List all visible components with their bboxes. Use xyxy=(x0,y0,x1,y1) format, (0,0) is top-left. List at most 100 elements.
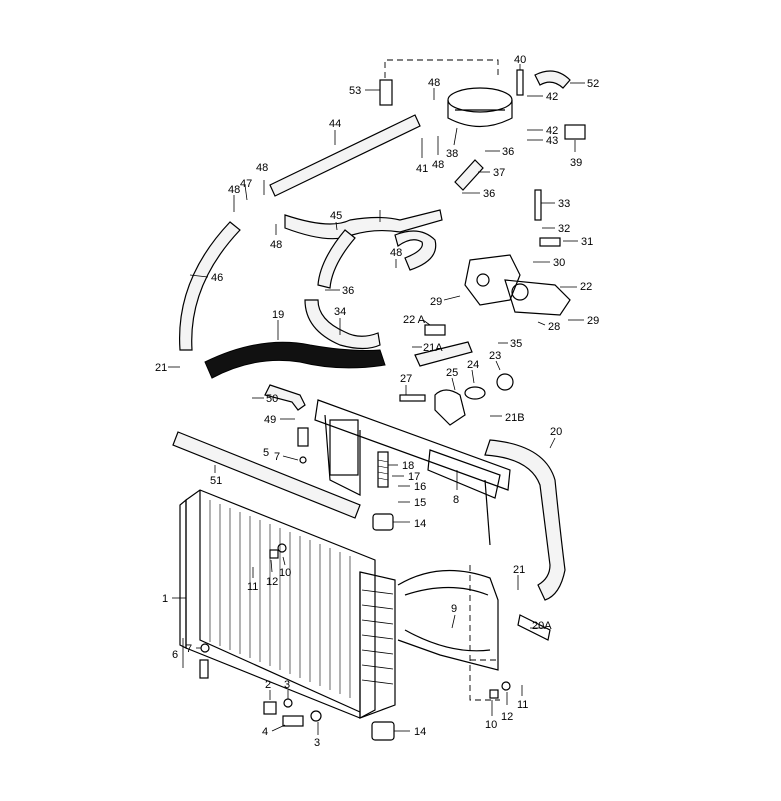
svg-text:11: 11 xyxy=(247,581,258,593)
callout-29: 29 xyxy=(430,295,461,308)
callout-4: 4 xyxy=(262,724,286,738)
callout-37: 37 xyxy=(478,167,505,179)
svg-text:48: 48 xyxy=(228,184,240,196)
part-25-elbow xyxy=(434,389,466,426)
assembly-dashed-lines xyxy=(384,59,500,701)
svg-text:52: 52 xyxy=(587,78,599,90)
callout-49: 50 xyxy=(252,393,278,405)
svg-text:16: 16 xyxy=(414,481,426,493)
svg-text:44: 44 xyxy=(329,118,341,130)
svg-text:40: 40 xyxy=(514,54,526,66)
svg-text:36: 36 xyxy=(342,285,354,297)
svg-text:24: 24 xyxy=(467,359,479,371)
part-45-53-hose xyxy=(284,209,443,350)
svg-text:29: 29 xyxy=(587,315,599,327)
svg-text:43: 43 xyxy=(546,135,558,147)
svg-text:7: 7 xyxy=(274,451,280,463)
svg-text:27: 27 xyxy=(400,373,412,385)
callout-21B: 21B xyxy=(490,412,525,424)
svg-text:48: 48 xyxy=(390,247,402,259)
callout-22A: 22 A xyxy=(403,314,431,326)
callout-48c: 48 xyxy=(270,224,282,251)
callout-12b: 12 xyxy=(501,692,513,723)
svg-text:48: 48 xyxy=(432,159,444,171)
callout-40: 40 xyxy=(514,54,526,70)
part-18-bolt xyxy=(377,451,389,488)
svg-text:37: 37 xyxy=(493,167,505,179)
svg-text:36: 36 xyxy=(502,146,514,158)
callout-20A: 20A xyxy=(530,620,552,632)
callout-44: 44 xyxy=(329,118,341,145)
callout-28: 28 xyxy=(537,321,560,333)
svg-text:21: 21 xyxy=(155,362,167,374)
svg-text:39: 39 xyxy=(570,157,582,169)
svg-text:15: 15 xyxy=(414,497,426,509)
part-44-hose xyxy=(269,114,421,197)
svg-text:47: 47 xyxy=(240,178,252,190)
callout-48b: 48 xyxy=(228,184,240,212)
svg-text:31: 31 xyxy=(581,236,593,248)
callout-45: 45 xyxy=(330,210,342,231)
callout-19: 19 xyxy=(272,309,284,340)
callout-31: 31 xyxy=(563,236,593,248)
callout-7b: 7 xyxy=(274,451,299,463)
svg-text:19: 19 xyxy=(272,309,284,321)
callout-48g: 49 xyxy=(264,414,295,426)
callout-25: 25 xyxy=(446,367,458,391)
callout-21: 21 xyxy=(155,362,180,374)
svg-text:49: 49 xyxy=(264,414,276,426)
callout-30: 30 xyxy=(533,257,565,269)
svg-text:22: 22 xyxy=(580,281,592,293)
callout-48d: 48 xyxy=(428,77,440,100)
callout-27: 27 xyxy=(400,373,412,395)
callout-15: 15 xyxy=(398,497,426,509)
svg-text:30: 30 xyxy=(553,257,565,269)
svg-text:17: 17 xyxy=(408,471,420,483)
svg-text:1: 1 xyxy=(162,593,168,605)
callout-7: 7 xyxy=(186,643,201,655)
callout-2: 2 xyxy=(265,679,271,700)
part-49-hose xyxy=(264,384,306,411)
svg-text:45: 45 xyxy=(330,210,342,222)
svg-text:21: 21 xyxy=(513,564,525,576)
svg-text:18: 18 xyxy=(402,460,414,472)
svg-text:28: 28 xyxy=(548,321,560,333)
callout-17: 17 xyxy=(392,471,420,483)
svg-text:32: 32 xyxy=(558,223,570,235)
svg-text:34: 34 xyxy=(334,306,346,318)
svg-text:36: 36 xyxy=(483,188,495,200)
callout-48f: 48 xyxy=(390,247,402,268)
parts-illustration xyxy=(172,59,586,741)
part-20-lower-hose xyxy=(484,439,566,601)
callout-24: 24 xyxy=(467,359,479,384)
svg-text:10: 10 xyxy=(485,719,497,731)
svg-text:11: 11 xyxy=(517,699,528,711)
part-46-hose xyxy=(178,221,241,351)
svg-text:23: 23 xyxy=(489,350,501,362)
callout-38: 38 xyxy=(446,127,458,160)
callout-21b: 21 xyxy=(513,564,525,590)
svg-text:12: 12 xyxy=(266,576,278,588)
callout-8: 8 xyxy=(453,470,459,506)
svg-text:8: 8 xyxy=(453,494,459,506)
callout-42b: 42 xyxy=(527,125,558,137)
part-9-fan-shroud xyxy=(397,569,499,671)
callout-39: 39 xyxy=(570,140,582,169)
part-51-hose xyxy=(534,70,571,89)
callout-36c: 36 xyxy=(462,188,495,200)
callout-14b: 14 xyxy=(394,726,426,738)
svg-text:48: 48 xyxy=(270,239,282,251)
callout-29b: 29 xyxy=(568,315,599,327)
svg-text:4: 4 xyxy=(262,726,268,738)
part-19-upper-hose xyxy=(204,341,386,379)
svg-text:29: 29 xyxy=(430,296,442,308)
callout-10b: 10 xyxy=(485,700,497,731)
callout-18: 18 xyxy=(388,460,414,472)
svg-text:21A: 21A xyxy=(423,342,443,354)
callout-11b: 11 xyxy=(517,685,528,711)
callout-11: 11 xyxy=(247,567,258,593)
callout-6: 6 xyxy=(172,638,184,668)
callout-52: 53 xyxy=(349,85,380,97)
svg-text:20: 20 xyxy=(550,426,562,438)
